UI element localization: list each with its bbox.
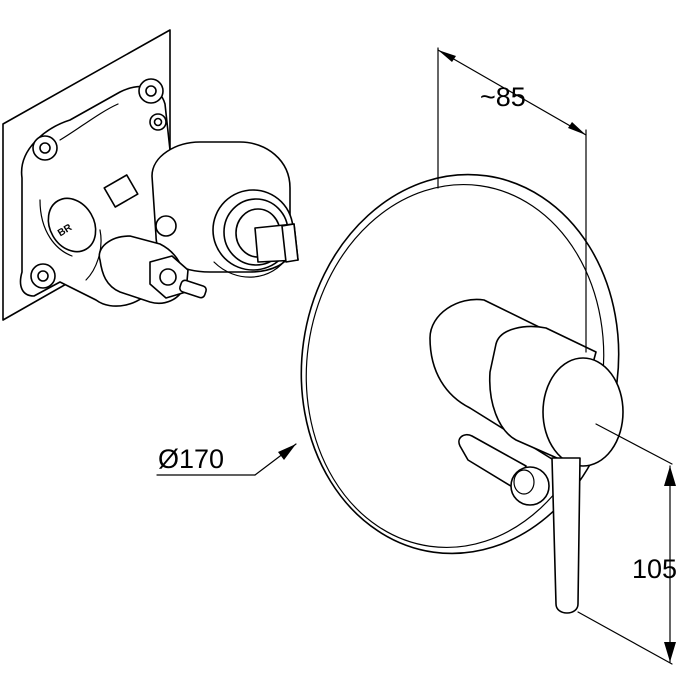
dimension-depth: ~85 <box>437 47 587 353</box>
side-fitting <box>103 174 139 208</box>
dimension-diameter: Ø170 <box>156 443 297 476</box>
diverter-unit <box>98 235 207 304</box>
mounting-lug-right <box>149 113 167 131</box>
finished-trim <box>300 173 624 614</box>
lever <box>551 457 581 614</box>
height-dimension-label: 105 <box>632 554 677 584</box>
mounting-lug-bottom-left <box>30 263 56 289</box>
diameter-dimension-label: Ø170 <box>158 444 224 474</box>
mounting-lug-top-left <box>32 135 58 161</box>
diverter-knob[interactable] <box>458 433 550 506</box>
diverter-shaft <box>179 279 207 299</box>
handle-end-face <box>542 357 624 467</box>
dimension-height: 105 <box>577 423 677 665</box>
concealed-valve-body: BR <box>2 29 299 321</box>
spindle <box>254 223 299 263</box>
inlet-boss <box>47 197 97 253</box>
mounting-lug-top-right <box>138 78 164 104</box>
depth-dimension-label: ~85 <box>480 82 526 112</box>
